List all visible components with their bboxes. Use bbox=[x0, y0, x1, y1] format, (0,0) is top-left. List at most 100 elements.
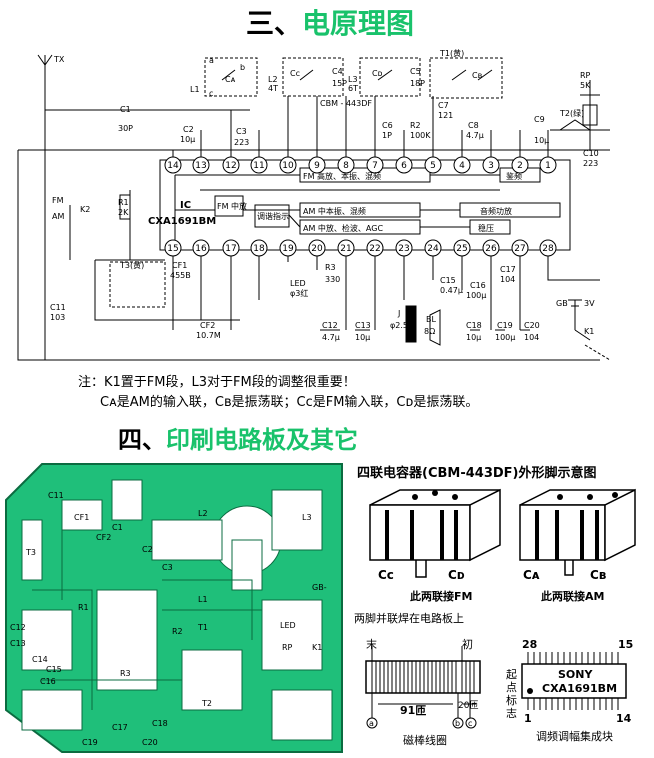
c17-value: 104 bbox=[500, 275, 515, 284]
pcb-label: L2 bbox=[198, 509, 208, 518]
t2-label: T2(绿) bbox=[559, 109, 584, 118]
c7-label: C7 bbox=[438, 101, 449, 110]
c20-label: C20 bbox=[524, 321, 540, 330]
chip-pin-28: 28 bbox=[522, 638, 537, 651]
j-label: J bbox=[397, 309, 400, 318]
r1-value: 2K bbox=[118, 208, 129, 217]
cf2-label: CF2 bbox=[200, 321, 215, 330]
pin-label: 4 bbox=[459, 161, 465, 171]
block-am-mix: AM 中本振、混频 bbox=[303, 206, 366, 216]
pcb-label: R2 bbox=[172, 627, 183, 636]
ca-label: Cᴀ bbox=[225, 75, 236, 84]
pin-label: 20 bbox=[311, 244, 323, 254]
c7-value: 121 bbox=[438, 111, 453, 120]
pin-label: 28 bbox=[542, 244, 554, 254]
tx-label: TX bbox=[53, 55, 65, 64]
pcb-label: T3 bbox=[25, 548, 36, 557]
cap-cc-label: Cᴄ bbox=[378, 568, 394, 582]
c5-value: 18P bbox=[410, 79, 425, 88]
pcb-label: C17 bbox=[112, 723, 128, 732]
capacitor-diagram-title: 四联电容器(CBM-443DF)外形脚示意图 bbox=[357, 466, 597, 481]
cap-ca-label: Cᴀ bbox=[523, 568, 540, 582]
pcb-layout: C11 CF1 T3 C1 C2 C3 C12 C13 C14 C15 C16 … bbox=[2, 460, 346, 756]
pcb-label: C12 bbox=[10, 623, 26, 632]
fm-caption: 此两联接FM bbox=[410, 590, 473, 603]
section4-heading: 四、印刷电路板及其它 bbox=[118, 424, 358, 456]
pcb-label: C18 bbox=[152, 719, 168, 728]
r1-label: R1 bbox=[118, 198, 129, 207]
r2-label: R2 bbox=[410, 121, 421, 130]
coil-mark-c: c bbox=[468, 719, 472, 728]
pcb-label: C16 bbox=[40, 677, 56, 686]
chip-brand: SONY bbox=[558, 668, 593, 681]
mark-c: c bbox=[209, 89, 213, 98]
c12-value: 4.7μ bbox=[322, 333, 340, 342]
capacitor-drawings: Cᴄ Cᴅ Cᴀ Cʙ bbox=[369, 488, 636, 582]
cbm-label: CBM - 443DF bbox=[320, 99, 372, 108]
ic-name: CXA1691BM bbox=[148, 216, 216, 227]
ic-pins-bottom: 15 16 17 18 19 20 21 22 23 24 25 26 27 2… bbox=[164, 239, 557, 257]
pcb-label: C14 bbox=[32, 655, 48, 664]
pcb-label: T1 bbox=[197, 623, 208, 632]
pcb-label: C20 bbox=[142, 738, 158, 747]
coil-start-label: 初 bbox=[462, 637, 473, 651]
note-line2: Cᴀ是AM的输入联，Cʙ是振荡联；Cᴄ是FM输入联，Cᴅ是振荡联。 bbox=[100, 395, 479, 410]
c15-label: C15 bbox=[440, 276, 456, 285]
block-am-if: AM 中放、检波、AGC bbox=[303, 223, 383, 233]
c5-label: C5 bbox=[410, 67, 421, 76]
section3-title: 电原理图 bbox=[302, 7, 415, 40]
section4-number: 四、 bbox=[118, 426, 166, 454]
am-label: AM bbox=[52, 212, 64, 221]
ic-pins-top: 14 13 12 11 10 9 8 7 6 5 4 3 2 1 bbox=[164, 156, 557, 174]
pin-label: 15 bbox=[167, 244, 178, 254]
c4-label: C4 bbox=[332, 67, 343, 76]
chip-pin-15: 15 bbox=[618, 638, 633, 651]
pcb-label: LED bbox=[280, 621, 296, 630]
pin-label: 6 bbox=[401, 161, 407, 171]
block-fm-if: FM 中放 bbox=[217, 201, 247, 211]
c2-label: C2 bbox=[183, 125, 194, 134]
ic-package: SONY CXA1691BM 28 15 1 14 调频调幅集成块 bbox=[521, 638, 633, 743]
c3-label: C3 bbox=[236, 127, 247, 136]
pcb-label: C3 bbox=[162, 563, 173, 572]
fm-label: FM bbox=[52, 196, 64, 205]
l3-label: L3 bbox=[348, 75, 358, 84]
c13-value: 10μ bbox=[355, 333, 370, 342]
block-tuning: 调谐指示 bbox=[257, 211, 289, 221]
c18-value: 10μ bbox=[466, 333, 481, 342]
c9-value: 10μ bbox=[534, 136, 549, 145]
pcb-label: K1 bbox=[312, 643, 322, 652]
cf1-value: 455B bbox=[170, 271, 191, 280]
t1-label: T1(黄) bbox=[439, 48, 464, 58]
pcb-label: C11 bbox=[48, 491, 64, 500]
pcb-label: L1 bbox=[198, 595, 208, 604]
solder-note: 两脚并联焊在电路板上 bbox=[354, 612, 464, 625]
section3-heading: 三、电原理图 bbox=[246, 8, 414, 40]
bl-value: 8Ω bbox=[424, 327, 435, 336]
pin-label: 17 bbox=[225, 244, 236, 254]
chip-start-mark: 起点标志 bbox=[506, 668, 517, 720]
pcb-label: C2 bbox=[142, 545, 153, 554]
c3-value: 223 bbox=[234, 138, 249, 147]
pcb-label: C19 bbox=[82, 738, 98, 747]
c8-value: 4.7μ bbox=[466, 131, 484, 140]
coil-end-label: 末 bbox=[366, 637, 377, 651]
block-regulator: 稳压 bbox=[478, 223, 494, 233]
am-caption: 此两联接AM bbox=[541, 590, 605, 603]
r3-value: 330 bbox=[325, 275, 340, 284]
section4-title: 印刷电路板及其它 bbox=[166, 426, 358, 454]
block-audio: 音频功放 bbox=[480, 206, 512, 216]
pin-label: 13 bbox=[195, 161, 206, 171]
pin-label: 7 bbox=[372, 161, 378, 171]
led-label: LED bbox=[290, 279, 306, 288]
note-line1: 注：K1置于FM段，L3对于FM段的调整很重要！ bbox=[78, 375, 356, 390]
cb-label: Cʙ bbox=[472, 71, 483, 80]
c19-label: C19 bbox=[497, 321, 513, 330]
pin-label: 18 bbox=[253, 244, 265, 254]
pcb-label: R3 bbox=[120, 669, 131, 678]
r2-value: 100K bbox=[410, 131, 431, 140]
chip-pin-1: 1 bbox=[524, 712, 532, 725]
cap-cb-label: Cʙ bbox=[590, 568, 607, 582]
pin-label: 27 bbox=[514, 244, 525, 254]
l3-value: 6T bbox=[348, 84, 358, 93]
